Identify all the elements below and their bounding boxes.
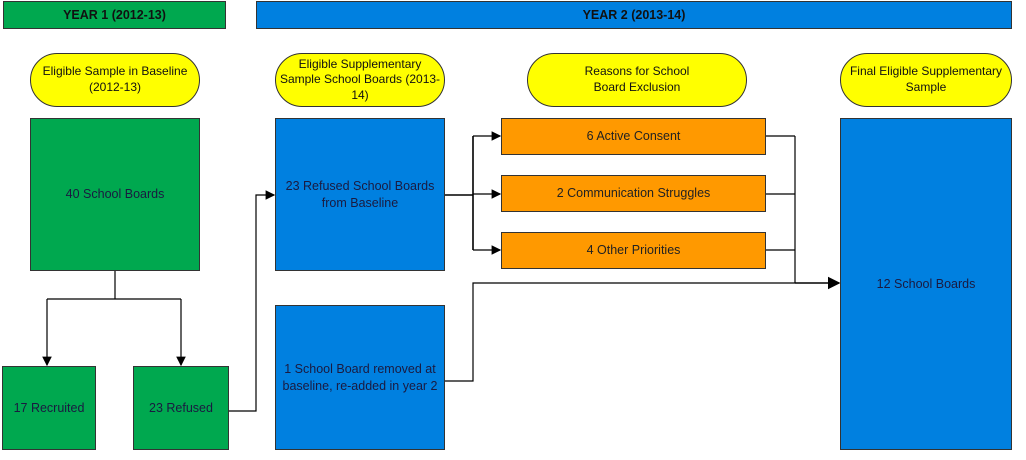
recruited-box: 17 Recruited <box>2 366 96 450</box>
reason-active-consent: 6 Active Consent <box>501 118 766 155</box>
reason-communication: 2 Communication Struggles <box>501 175 766 212</box>
year1-header: YEAR 1 (2012-13) <box>3 1 226 29</box>
connector-total-split <box>47 271 181 300</box>
year2-header: YEAR 2 (2013-14) <box>256 1 1012 29</box>
label-reasons: Reasons for School Board Exclusion <box>527 53 747 107</box>
connector-reasons-join <box>766 135 796 283</box>
arrow-refused-to-year2 <box>229 190 276 412</box>
label-final: Final Eligible Supplementary Sample <box>840 53 1012 107</box>
final-sample-box: 12 School Boards <box>840 118 1012 450</box>
total-boards-box: 40 School Boards <box>30 118 200 271</box>
readded-box: 1 School Board removed at baseline, re-a… <box>275 305 445 450</box>
label-supplementary: Eligible Supplementary Sample School Boa… <box>275 53 445 107</box>
connector-readded <box>445 282 795 382</box>
refused-box: 23 Refused <box>133 366 229 450</box>
reason-other-priorities: 4 Other Priorities <box>501 232 766 269</box>
refused-boards-box: 23 Refused School Boards from Baseline <box>275 118 445 271</box>
connector-reasons-split <box>445 136 474 250</box>
label-baseline: Eligible Sample in Baseline (2012-13) <box>30 53 200 107</box>
